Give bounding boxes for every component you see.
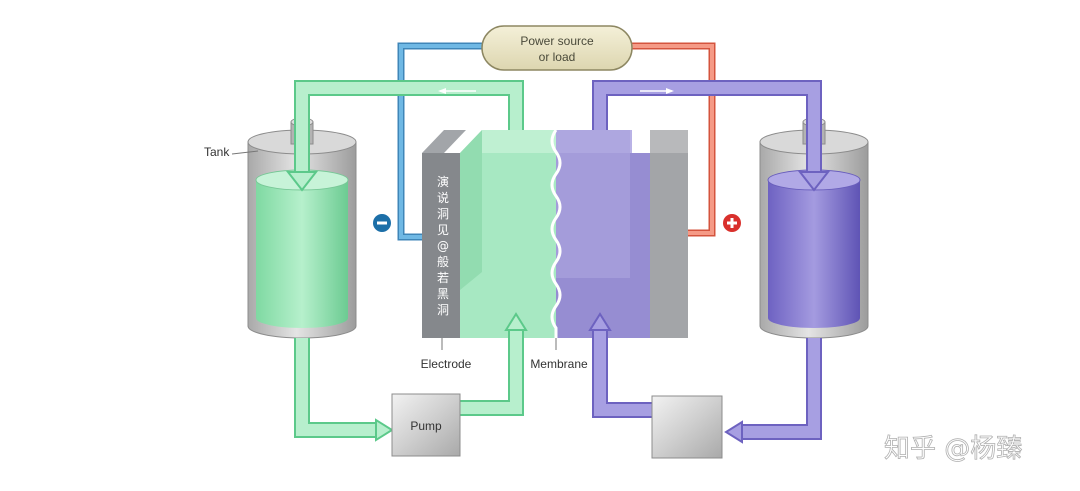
electrode-char-2: 说 — [437, 190, 449, 205]
electrode-char-8: 黑 — [437, 287, 449, 301]
arrow-into-left-tank — [285, 171, 319, 192]
minus-icon — [373, 214, 391, 232]
arrow-into-right-pump — [724, 420, 743, 444]
arrow-into-pump — [375, 418, 394, 442]
flow-arrow-right-head — [666, 88, 674, 94]
power-source-label-line2: or load — [539, 50, 576, 64]
positive-electrolyte-pipe — [588, 80, 831, 444]
cell-stack — [422, 129, 688, 338]
power-source-label-line1: Power source — [520, 34, 594, 48]
arrow-into-right-tank — [797, 171, 831, 192]
tank-label: Tank — [204, 145, 230, 159]
electrode-text: 演 说 洞 见 @ 般 若 黑 洞 — [437, 174, 449, 317]
electrode-char-3: 洞 — [437, 207, 449, 221]
tank-leader-line — [231, 150, 259, 155]
plus-icon — [723, 214, 741, 232]
membrane — [550, 129, 562, 338]
membrane-label: Membrane — [530, 357, 588, 371]
pump-label: Pump — [410, 419, 442, 433]
electrode-left-top — [422, 130, 466, 153]
electrode-label: Electrode — [421, 357, 472, 371]
positive-wire — [628, 42, 716, 237]
arrow-into-cell-positive — [588, 312, 612, 331]
negative-electrolyte-pipe — [285, 80, 528, 442]
watermark: 知乎 @杨臻 — [884, 434, 1022, 464]
electrode-char-5: @ — [437, 239, 449, 253]
electrode-char-1: 演 — [437, 174, 449, 189]
power-source: Power source or load — [481, 25, 633, 71]
flow-arrow-left-head — [438, 88, 446, 94]
pump-positive — [651, 395, 723, 459]
electrode-char-6: 般 — [437, 254, 449, 269]
negative-wire — [397, 42, 486, 241]
electrode-right — [650, 153, 688, 338]
pump-negative: Pump — [391, 393, 461, 457]
electrode-char-4: 见 — [437, 223, 449, 237]
electrode-left — [422, 153, 462, 338]
electrode-char-7: 若 — [437, 271, 449, 285]
arrow-into-cell-negative — [504, 312, 528, 331]
electrode-char-9: 洞 — [437, 303, 449, 317]
